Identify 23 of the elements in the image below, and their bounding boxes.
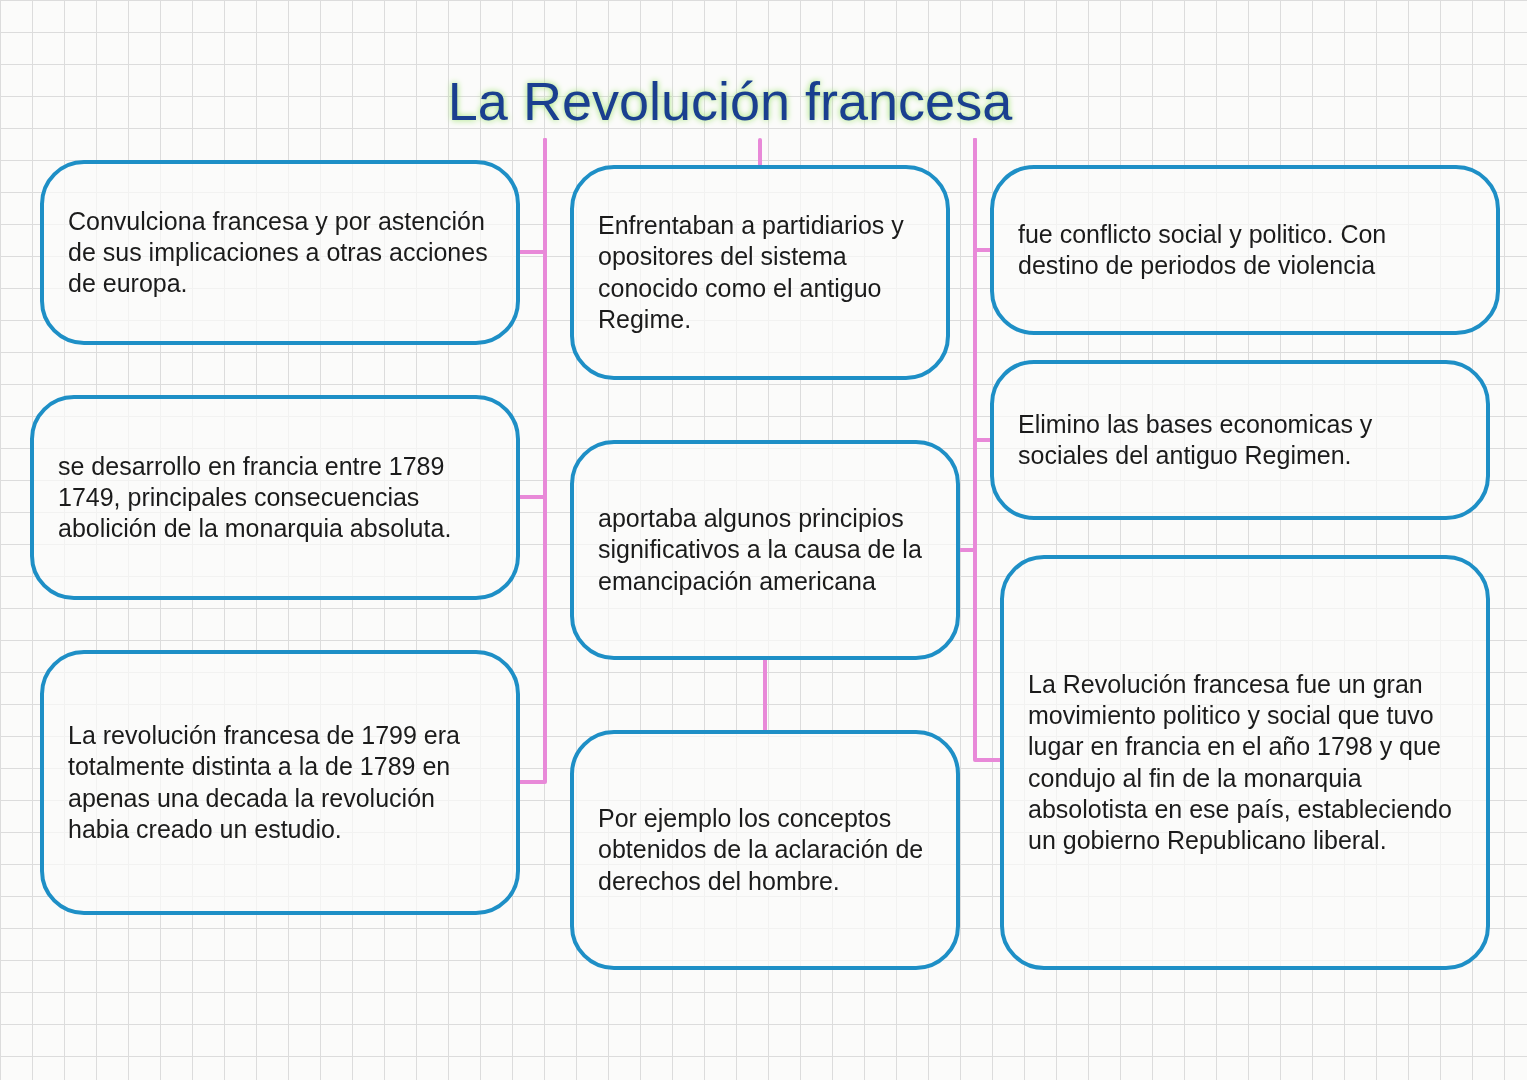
connector-line (763, 658, 767, 732)
connector-line (518, 138, 547, 784)
box-text: aportaba algunos principios significativos a la causa de la emancipación americana (598, 503, 923, 597)
cloud-box (30, 395, 520, 600)
connector-line (973, 138, 1002, 762)
cloud-box (40, 650, 520, 915)
cloud-box (1000, 555, 1490, 970)
cloud-box (570, 440, 960, 660)
box-text: Elimino las bases economicas y sociales del antiguo Regimen. (1018, 408, 1374, 471)
cloud-box (570, 730, 960, 970)
box-text: La Revolución francesa fue un gran movimiento politico y social que tuvo lugar en francia en el año 1798 y que condujo al fin de la monarquia absolotista en ese país, estableciendo un gobierno Republicano liberal. (1028, 668, 1453, 856)
box-text: Enfrentaban a partidiarios y opositores del sistema conocido como el antiguo Regime. (598, 210, 905, 335)
box-text: fue conflicto social y politico. Con destino de periodos de violencia (1018, 218, 1388, 281)
cloud-box (40, 160, 520, 345)
box-text: se desarrollo en francia entre 1789 1749, principales consecuencias abolición de la monarquia absoluta. (58, 450, 453, 545)
box-text: La revolución francesa de 1799 era totalmente distinta a la de 1789 en apenas una decada la revolución habia creado un estudio. (68, 720, 461, 845)
box-text: Por ejemplo los conceptos obtenidos de la aclaración de derechos del hombre. (598, 803, 925, 897)
cloud-box (570, 165, 950, 380)
box-text: Convulciona francesa y por astención de sus implicaciones a otras acciones de europa. (68, 205, 489, 300)
cloud-box (990, 360, 1490, 520)
cloud-box (990, 165, 1500, 335)
connector-line (758, 138, 762, 167)
title: La Revolución francesa (420, 62, 1040, 140)
